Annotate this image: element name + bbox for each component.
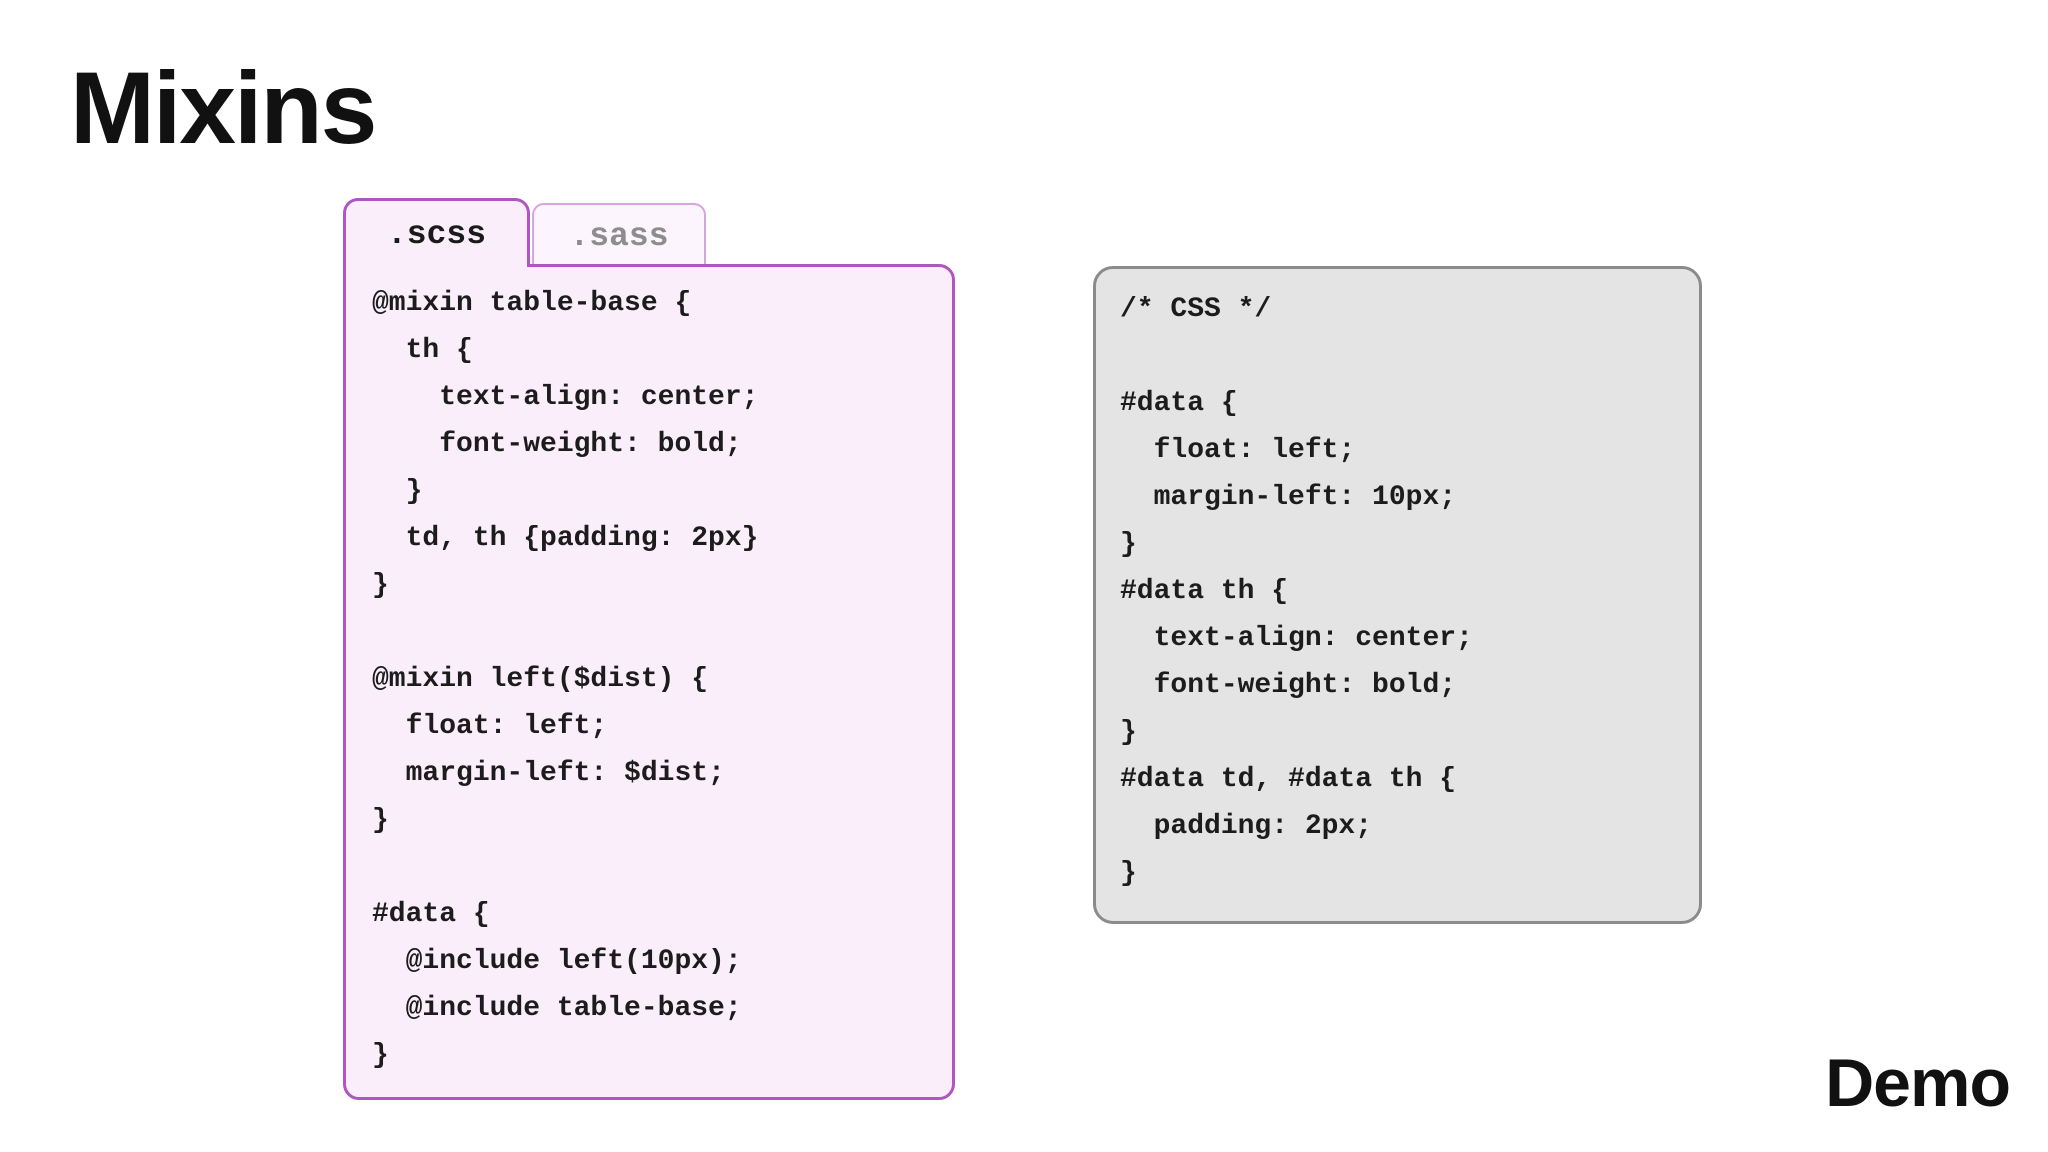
demo-label: Demo bbox=[1825, 1045, 2011, 1121]
page-title: Mixins bbox=[70, 51, 377, 165]
css-output-card: /* CSS */ #data { float: left; margin-le… bbox=[1093, 266, 1702, 924]
code-card-tabs: .scss .sass bbox=[343, 198, 955, 267]
scss-code-card: .scss .sass @mixin table-base { th { tex… bbox=[343, 198, 955, 1100]
tab-scss[interactable]: .scss bbox=[343, 198, 530, 267]
scss-code-block: @mixin table-base { th { text-align: cen… bbox=[372, 288, 759, 1071]
tab-scss-label: .scss bbox=[386, 215, 487, 253]
css-code-block: /* CSS */ #data { float: left; margin-le… bbox=[1120, 294, 1473, 889]
tab-sass[interactable]: .sass bbox=[532, 203, 706, 267]
tab-sass-label: .sass bbox=[569, 217, 669, 255]
scss-code-panel: @mixin table-base { th { text-align: cen… bbox=[343, 264, 955, 1100]
